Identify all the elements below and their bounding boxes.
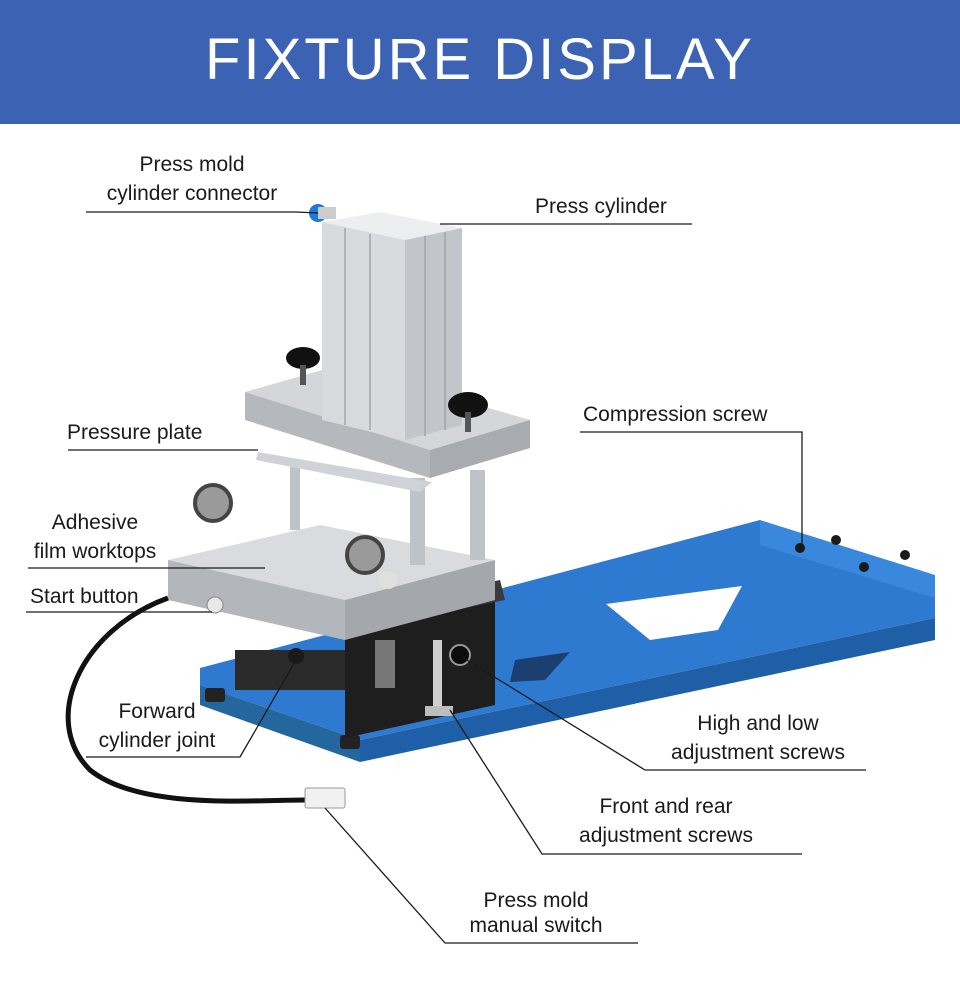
- leader-press-mold-cylinder-connector: [86, 211, 319, 214]
- label-pressure-plate: Pressure plate: [67, 421, 203, 444]
- label-adhesive-film-worktops: Adhesive film worktops: [33, 511, 157, 563]
- press-cylinder-body: [322, 212, 462, 440]
- frame: [290, 460, 485, 565]
- label-front-rear-adjustment-screws: Front and rear adjustment screws: [579, 795, 753, 847]
- leader-press-mold-manual-switch: [324, 807, 638, 944]
- leader-high-low-adjustment-screws: [461, 656, 866, 771]
- title-banner: FIXTURE DISPLAY: [0, 0, 960, 124]
- leader-lines: [26, 211, 866, 944]
- label-press-mold-manual-switch: Press mold manual switch: [469, 889, 603, 937]
- knobs: [286, 347, 488, 432]
- leader-front-rear-adjustment-screws: [449, 709, 802, 855]
- leader-compression-screw: [580, 431, 803, 548]
- label-start-button: Start button: [30, 585, 139, 608]
- label-high-low-adjustment-screws: High and low adjustment screws: [671, 712, 845, 764]
- label-press-mold-cylinder-connector: Press mold cylinder connector: [106, 153, 278, 205]
- label-compression-screw: Compression screw: [583, 403, 768, 426]
- label-press-cylinder: Press cylinder: [535, 195, 667, 218]
- banner-title: FIXTURE DISPLAY: [205, 26, 755, 92]
- leader-forward-cylinder-joint: [86, 659, 297, 758]
- cable: [65, 595, 346, 809]
- label-forward-cylinder-joint: Forward cylinder joint: [98, 700, 216, 752]
